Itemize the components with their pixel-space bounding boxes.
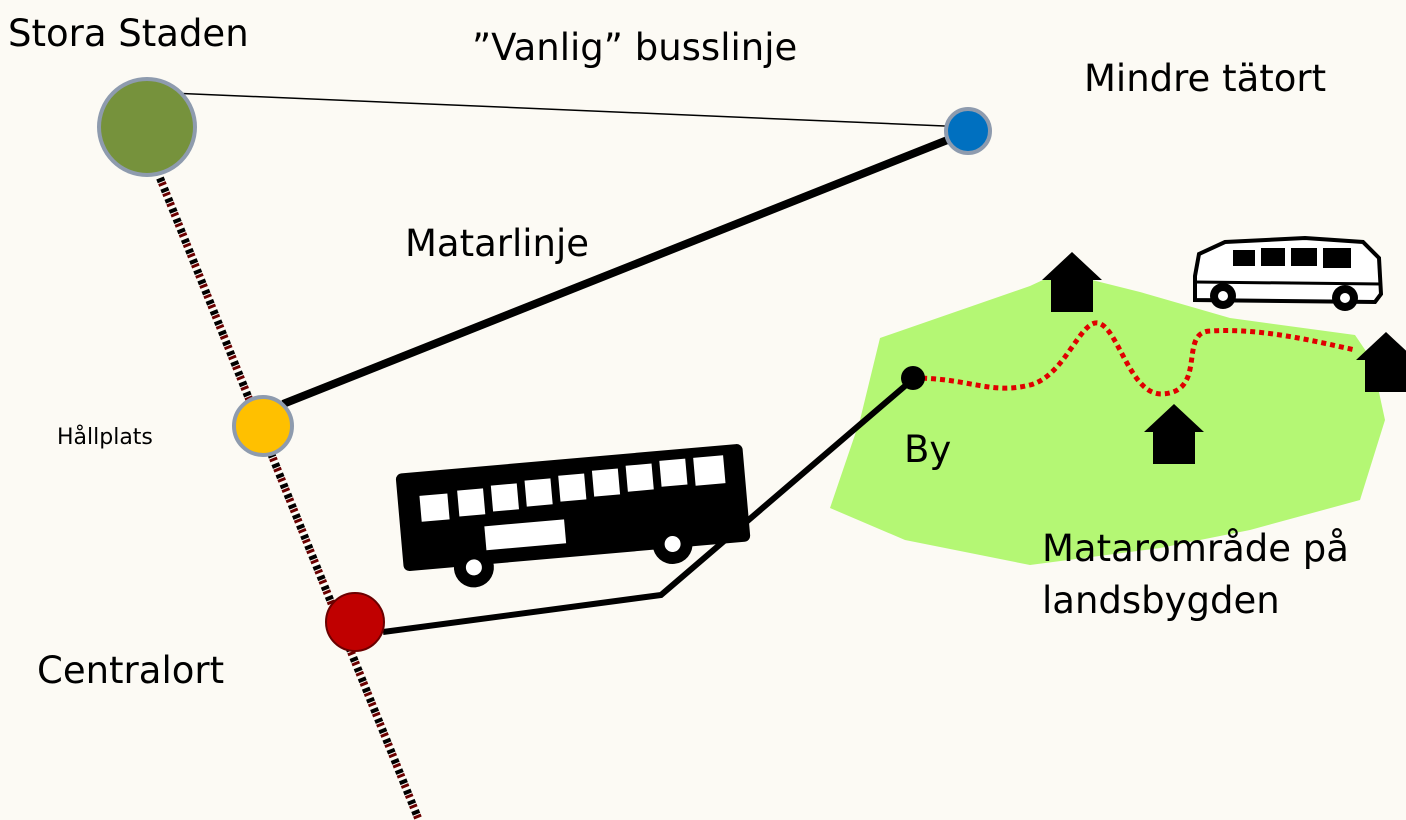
feeder-area: [830, 272, 1385, 565]
matarlinje-label: Matarlinje: [405, 222, 589, 265]
mindre-tatort-label: Mindre tätort: [1084, 57, 1326, 100]
rural-path: [912, 320, 1356, 397]
matarområde-label-line1: Matarområde på: [1042, 527, 1349, 570]
vanlig-busslinje-label: ”Vanlig” busslinje: [472, 26, 797, 69]
mindre-tatort-node: [944, 107, 992, 155]
house-icon: [1042, 252, 1102, 312]
regular-bus-line: [146, 91, 969, 128]
centralort-label: Centralort: [37, 649, 224, 692]
trunk-line: [156, 176, 422, 820]
stora-staden-node: [97, 77, 197, 177]
hallplats-node: [232, 395, 294, 457]
centralort-node: [325, 592, 385, 652]
minibus-icon: [1193, 235, 1384, 311]
village-line: [382, 377, 914, 635]
matarområde-label-line2: landsbygden: [1042, 579, 1280, 622]
hallplats-label: Hållplats: [57, 424, 153, 450]
bus-icon: [395, 444, 751, 588]
by-node: [901, 366, 925, 390]
feeder-line: [281, 135, 952, 408]
stora-staden-label: Stora Staden: [8, 12, 249, 55]
trunk-line-red: [156, 176, 422, 820]
by-label: By: [904, 428, 951, 471]
